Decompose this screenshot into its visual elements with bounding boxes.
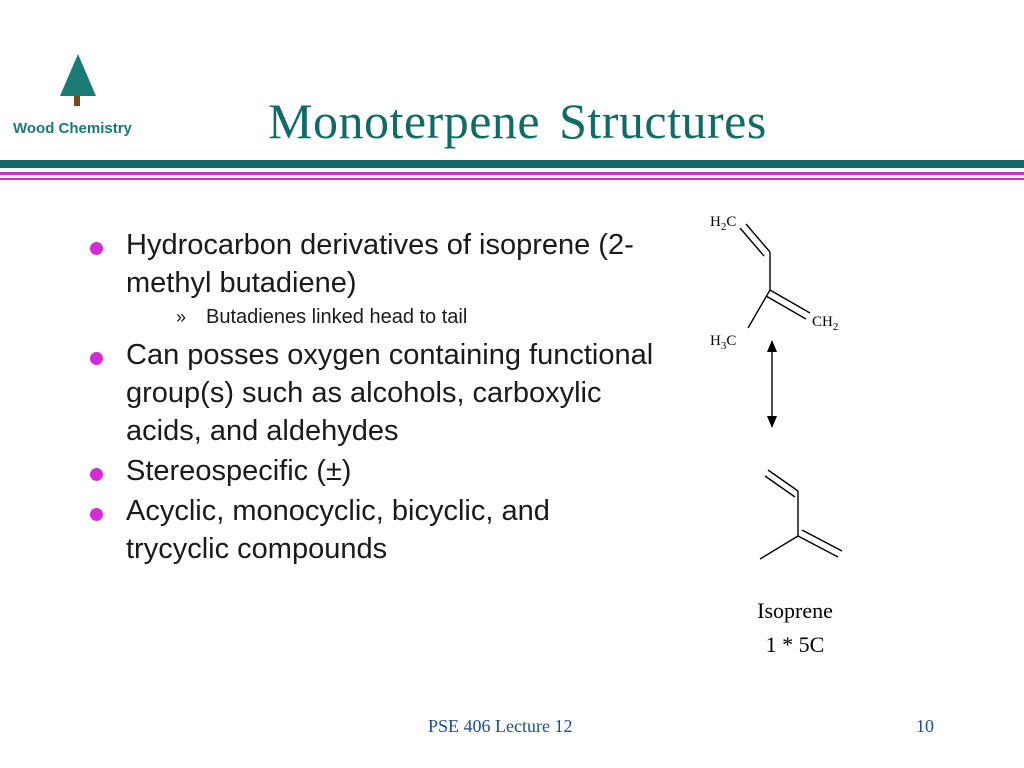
isoprene-skeleton xyxy=(759,469,843,560)
label-ch2: CH2 xyxy=(812,314,838,333)
bullet-dot-icon xyxy=(90,242,103,255)
footer-lecture: PSE 406 Lecture 12 xyxy=(428,716,573,736)
sub-bullet-item: » Butadienes linked head to tail xyxy=(126,302,660,332)
logo-text: Wood Chemistry xyxy=(13,120,132,137)
bullet-item: Hydrocarbon derivatives of isoprene (2-m… xyxy=(90,226,660,332)
title-divider-magenta-thin xyxy=(0,178,1024,180)
bullet-item: Stereospecific (±) xyxy=(90,452,660,490)
label-h2c: H2C xyxy=(710,214,736,233)
bullet-dot-icon xyxy=(90,352,103,365)
footer-page-number: 10 xyxy=(916,716,934,736)
isoprene-formula-caption: 1 * 5C xyxy=(765,632,825,657)
bullet-text: Can posses oxygen containing functional … xyxy=(126,339,654,447)
title-divider-magenta xyxy=(0,172,1024,175)
bullet-text: Hydrocarbon derivatives of isoprene (2-m… xyxy=(126,229,634,299)
double-headed-arrow-icon xyxy=(767,340,777,428)
bullet-item: Acyclic, monocyclic, bicyclic, and trycy… xyxy=(90,492,660,568)
top-skeleton-bonds xyxy=(739,223,811,329)
sub-bullet-marker: » xyxy=(176,307,187,327)
label-h3c: H3C xyxy=(710,333,736,352)
bullet-text: Stereospecific (±) xyxy=(126,455,352,487)
bullet-list: Hydrocarbon derivatives of isoprene (2-m… xyxy=(90,226,660,570)
bullet-item: Can posses oxygen containing functional … xyxy=(90,336,660,450)
pine-tree-icon xyxy=(60,54,96,106)
sub-bullet-text: Butadienes linked head to tail xyxy=(206,306,468,328)
slide-title: Monoterpene Structures xyxy=(268,93,767,149)
bullet-text: Acyclic, monocyclic, bicyclic, and trycy… xyxy=(126,495,550,565)
wood-chemistry-logo: Wood Chemistry xyxy=(0,52,170,142)
isoprene-diagram: H2C CH2 H3C xyxy=(710,214,843,560)
bullet-dot-icon xyxy=(90,468,103,481)
bullet-dot-icon xyxy=(90,508,103,521)
isoprene-caption: Isoprene xyxy=(757,598,833,623)
title-divider-teal xyxy=(0,160,1024,168)
sub-bullet-list: » Butadienes linked head to tail xyxy=(126,302,660,332)
